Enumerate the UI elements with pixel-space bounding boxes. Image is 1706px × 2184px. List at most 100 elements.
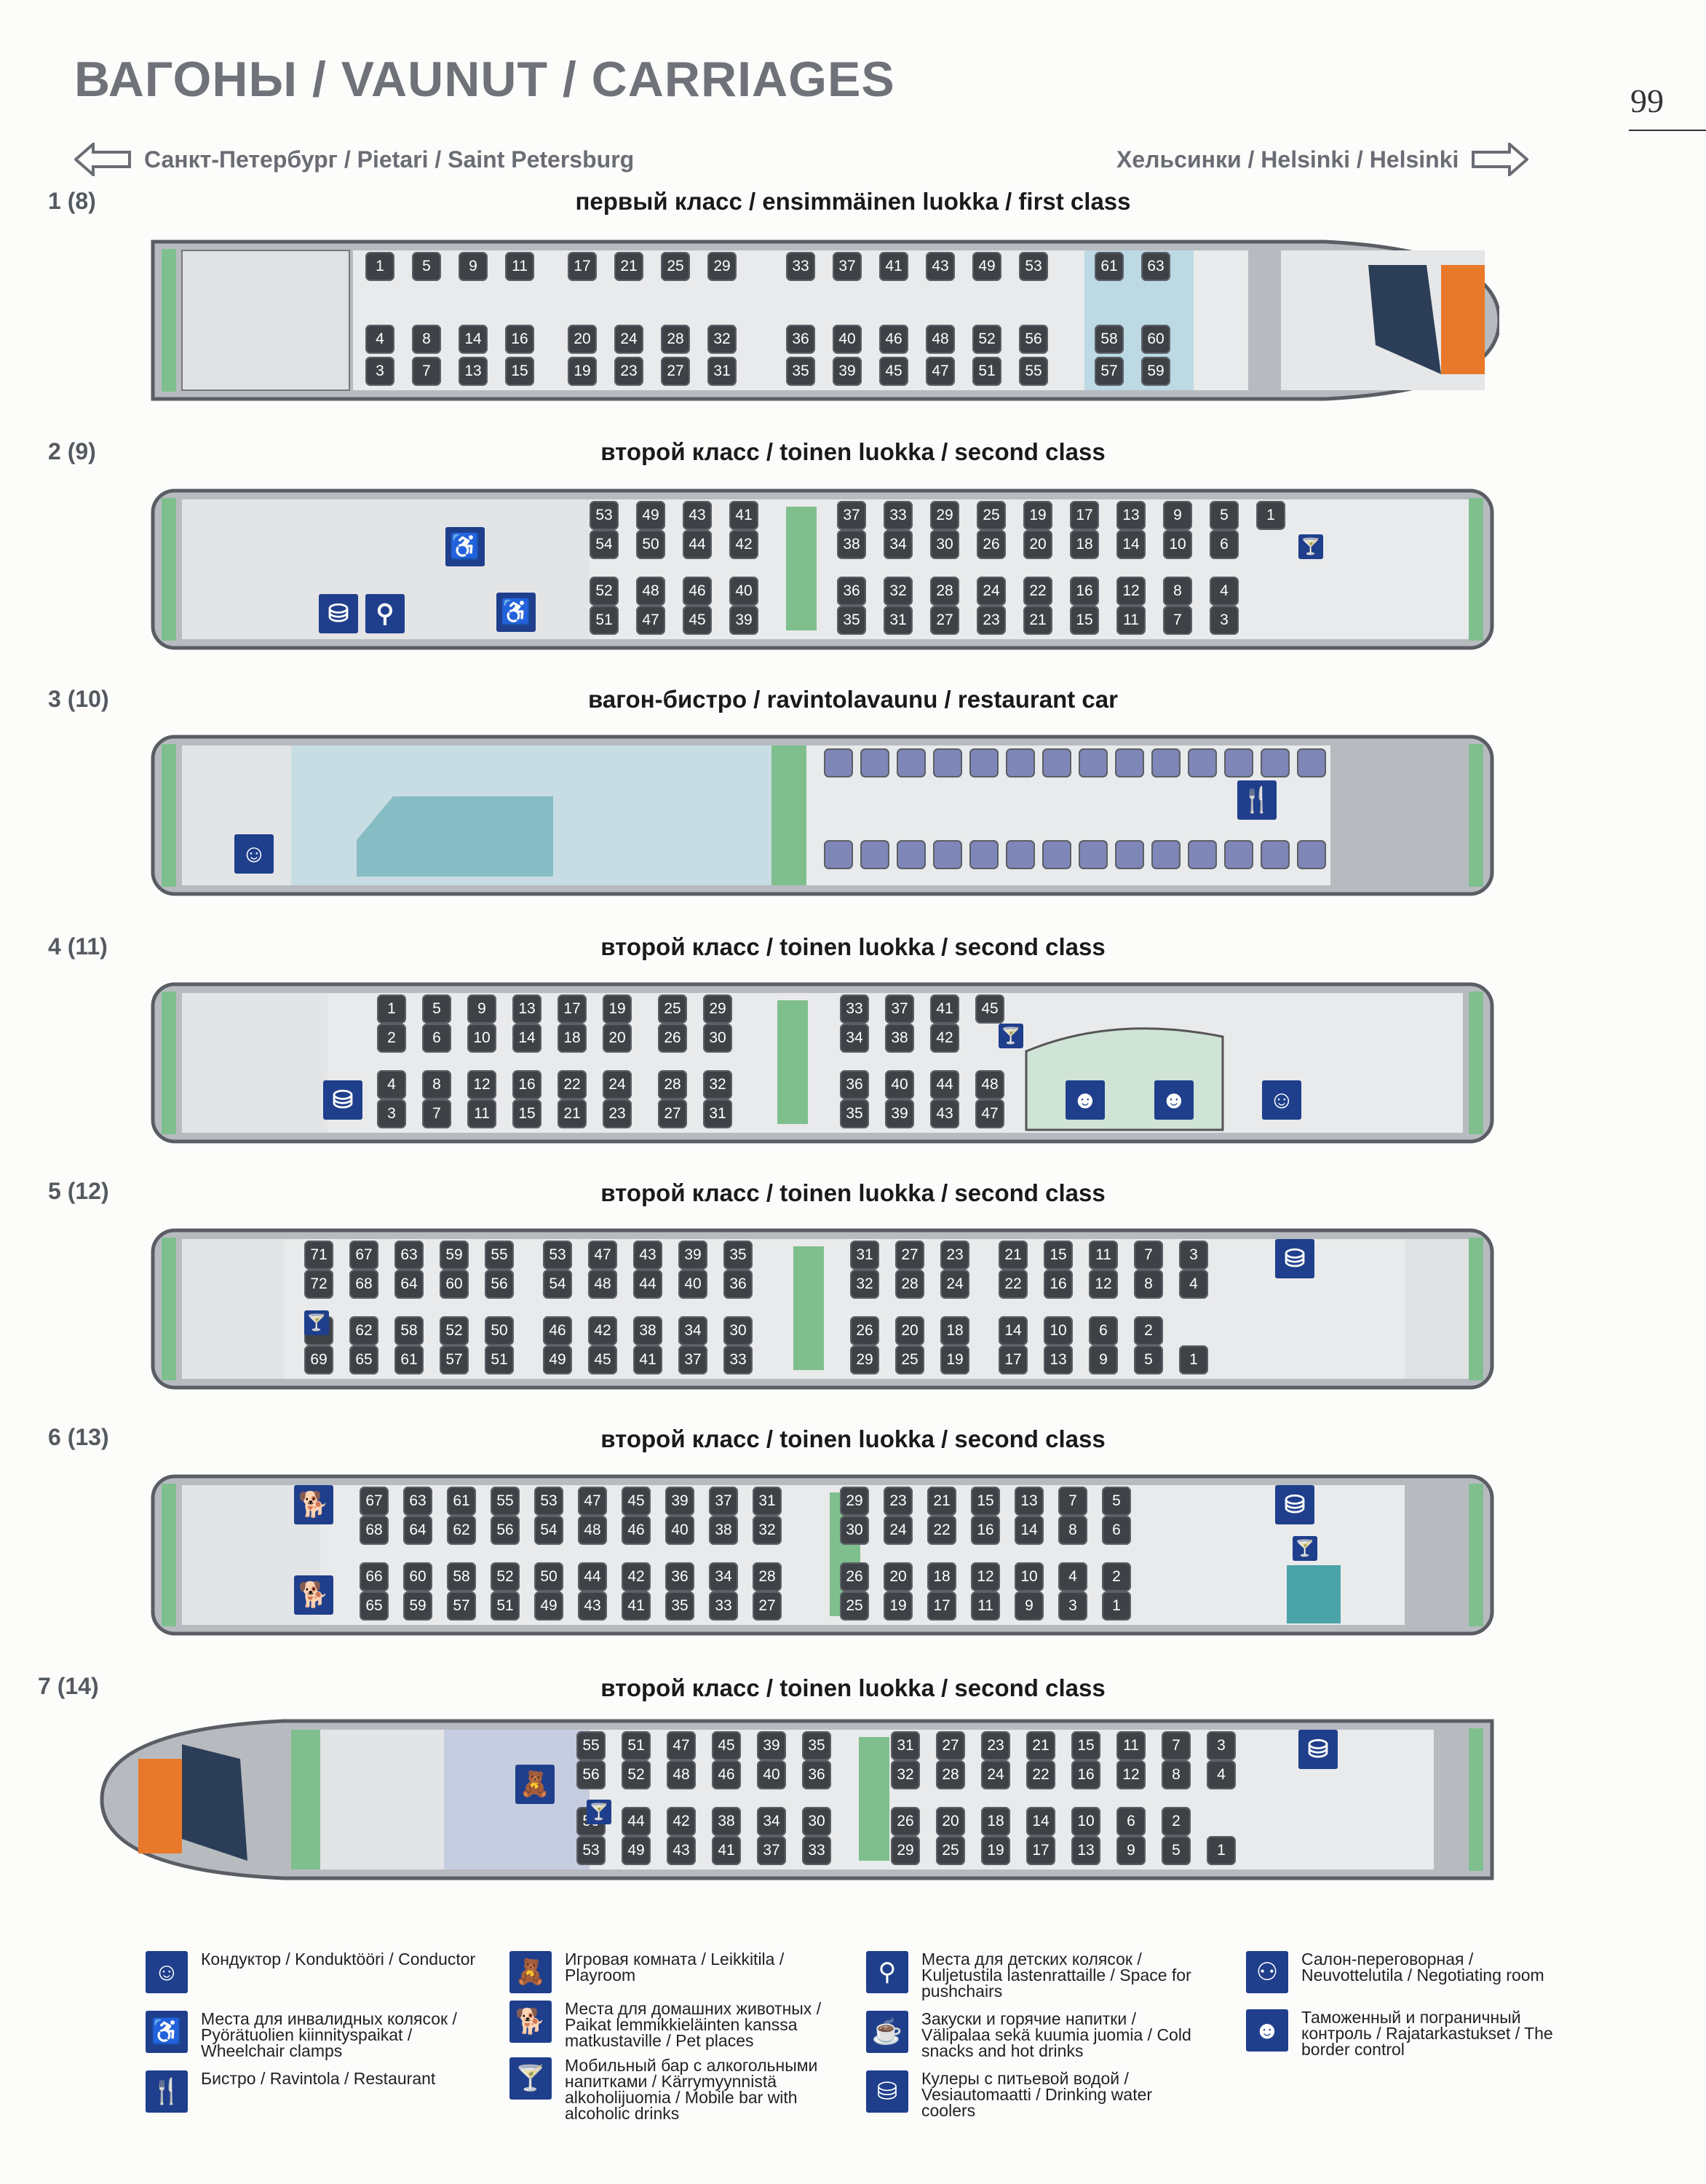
seat[interactable]: 5 [422,994,451,1024]
seat[interactable]: 23 [977,606,1006,635]
seat[interactable]: 31 [850,1241,879,1270]
seat[interactable]: 32 [850,1270,879,1299]
seat[interactable]: 38 [633,1316,662,1345]
seat[interactable]: 51 [622,1731,651,1760]
seat[interactable]: 32 [891,1760,920,1789]
seat[interactable]: 20 [603,1024,632,1053]
seat[interactable]: 28 [658,1070,687,1099]
seat[interactable]: 7 [1162,1731,1191,1760]
seat[interactable]: 2 [377,1024,406,1053]
seat[interactable]: 19 [884,1591,913,1621]
seat[interactable]: 6 [1089,1316,1118,1345]
seat[interactable]: 21 [1026,1731,1055,1760]
seat[interactable]: 58 [394,1316,424,1345]
seat[interactable]: 44 [622,1807,651,1836]
seat[interactable]: 15 [1071,1731,1100,1760]
seat[interactable]: 30 [723,1316,753,1345]
seat[interactable]: 17 [558,994,587,1024]
seat[interactable]: 40 [678,1270,707,1299]
seat[interactable]: 51 [485,1345,514,1374]
seat[interactable]: 24 [603,1070,632,1099]
seat[interactable]: 47 [578,1487,607,1516]
seat[interactable]: 43 [683,501,712,530]
seat[interactable]: 10 [1015,1562,1044,1591]
seat[interactable]: 30 [930,530,959,559]
seat[interactable]: 27 [658,1099,687,1128]
seat[interactable]: 38 [885,1024,914,1053]
seat[interactable]: 44 [930,1070,959,1099]
seat[interactable]: 29 [840,1487,869,1516]
seat[interactable]: 23 [981,1731,1010,1760]
seat[interactable]: 33 [802,1836,831,1865]
seat[interactable]: 20 [568,325,597,354]
seat[interactable]: 57 [440,1345,469,1374]
seat[interactable]: 38 [712,1807,741,1836]
seat[interactable]: 52 [972,325,1001,354]
seat[interactable]: 41 [633,1345,662,1374]
seat[interactable]: 7 [1163,606,1192,635]
seat[interactable]: 20 [895,1316,924,1345]
seat[interactable]: 17 [568,252,597,281]
seat[interactable]: 5 [1210,501,1239,530]
seat[interactable]: 42 [930,1024,959,1053]
seat[interactable]: 27 [936,1731,965,1760]
seat[interactable]: 41 [879,252,908,281]
seat[interactable]: 28 [753,1562,782,1591]
seat[interactable]: 19 [940,1345,969,1374]
seat[interactable]: 33 [884,501,913,530]
seat[interactable]: 8 [1162,1760,1191,1789]
seat[interactable]: 24 [940,1270,969,1299]
seat[interactable]: 1 [1102,1591,1131,1621]
seat[interactable]: 25 [977,501,1006,530]
seat[interactable]: 4 [1058,1562,1087,1591]
seat[interactable]: 33 [723,1345,753,1374]
seat[interactable]: 41 [930,994,959,1024]
seat[interactable]: 20 [884,1562,913,1591]
seat[interactable]: 63 [1141,252,1170,281]
seat[interactable]: 49 [543,1345,572,1374]
seat[interactable]: 63 [394,1241,424,1270]
seat[interactable]: 49 [636,501,665,530]
seat[interactable]: 60 [1141,325,1170,354]
seat[interactable]: 46 [622,1516,651,1545]
seat[interactable]: 37 [837,501,866,530]
seat[interactable]: 35 [723,1241,753,1270]
seat[interactable]: 30 [703,1024,732,1053]
seat[interactable]: 21 [1023,606,1052,635]
seat[interactable]: 43 [930,1099,959,1128]
seat[interactable]: 15 [512,1099,541,1128]
seat[interactable]: 48 [636,577,665,606]
seat[interactable]: 47 [926,357,955,386]
seat[interactable]: 61 [1095,252,1124,281]
seat[interactable]: 51 [972,357,1001,386]
seat[interactable]: 59 [440,1241,469,1270]
seat[interactable]: 56 [576,1760,606,1789]
seat[interactable]: 6 [1210,530,1239,559]
seat[interactable]: 35 [840,1099,869,1128]
seat[interactable]: 40 [757,1760,786,1789]
seat[interactable]: 14 [512,1024,541,1053]
seat[interactable]: 24 [614,325,643,354]
seat[interactable]: 22 [1026,1760,1055,1789]
seat[interactable]: 16 [971,1516,1000,1545]
seat[interactable]: 10 [1071,1807,1100,1836]
seat[interactable]: 39 [678,1241,707,1270]
seat[interactable]: 46 [712,1760,741,1789]
seat[interactable]: 5 [412,252,441,281]
seat[interactable]: 38 [837,530,866,559]
seat[interactable]: 47 [975,1099,1004,1128]
seat[interactable]: 16 [512,1070,541,1099]
seat[interactable]: 30 [802,1807,831,1836]
seat[interactable]: 36 [665,1562,694,1591]
seat[interactable]: 39 [729,606,758,635]
seat[interactable]: 21 [614,252,643,281]
seat[interactable]: 7 [1058,1487,1087,1516]
seat[interactable]: 13 [1116,501,1146,530]
seat[interactable]: 26 [850,1316,879,1345]
seat[interactable]: 34 [757,1807,786,1836]
seat[interactable]: 57 [1095,357,1124,386]
seat[interactable]: 12 [467,1070,496,1099]
seat[interactable]: 14 [459,325,488,354]
seat[interactable]: 60 [403,1562,432,1591]
seat[interactable]: 46 [879,325,908,354]
